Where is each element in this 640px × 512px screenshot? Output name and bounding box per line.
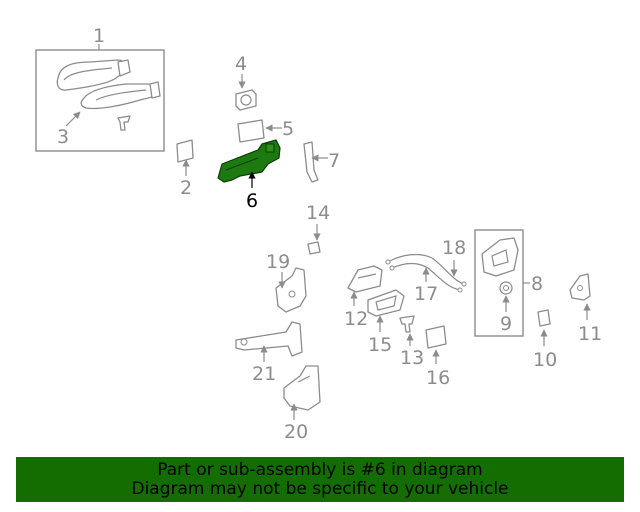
callout-6: 6 bbox=[246, 190, 258, 212]
part-2-pad[interactable] bbox=[176, 139, 194, 163]
callout-13: 13 bbox=[400, 347, 424, 369]
callout-12: 12 bbox=[344, 308, 368, 330]
callout-2: 2 bbox=[180, 177, 192, 199]
part-4-lock-cylinder[interactable] bbox=[235, 89, 257, 111]
leader-3 bbox=[65, 111, 81, 127]
callout-7: 7 bbox=[328, 150, 340, 172]
callout-10: 10 bbox=[533, 349, 557, 371]
part-5-gasket[interactable] bbox=[237, 119, 265, 143]
part-6-handle-frame[interactable] bbox=[217, 139, 281, 183]
part-1-outside-handle[interactable] bbox=[35, 44, 165, 152]
callout-4: 4 bbox=[235, 53, 247, 75]
callout-16: 16 bbox=[426, 367, 450, 389]
part-12-inside-handle-housing[interactable] bbox=[347, 265, 383, 293]
banner-line-2: Diagram may not be specific to your vehi… bbox=[131, 478, 509, 499]
callout-8: 8 bbox=[531, 273, 543, 295]
part-7-bracket[interactable] bbox=[303, 141, 319, 183]
part-10-clip[interactable] bbox=[537, 309, 551, 327]
part-8-latch-assembly[interactable] bbox=[474, 229, 530, 337]
callout-1: 1 bbox=[93, 25, 105, 47]
part-21-door-check[interactable] bbox=[235, 321, 303, 357]
callout-21: 21 bbox=[252, 363, 276, 385]
banner-line-1: Part or sub-assembly is #6 in diagram bbox=[157, 459, 483, 480]
callout-15: 15 bbox=[368, 334, 392, 356]
parts-diagram: 1 3 2 4 5 6 7 14 19 bbox=[35, 25, 602, 443]
callout-19: 19 bbox=[266, 251, 290, 273]
part-16-bezel[interactable] bbox=[425, 325, 447, 349]
part-19-bracket[interactable] bbox=[275, 267, 307, 313]
callout-17: 17 bbox=[414, 283, 438, 305]
callout-11: 11 bbox=[578, 323, 602, 345]
callout-5: 5 bbox=[282, 118, 294, 140]
part-14-clip[interactable] bbox=[307, 241, 321, 255]
part-20-hinge[interactable] bbox=[283, 365, 321, 411]
callout-14: 14 bbox=[306, 202, 330, 224]
callout-9: 9 bbox=[500, 313, 512, 335]
part-15-inside-handle[interactable] bbox=[367, 289, 405, 317]
callout-20: 20 bbox=[284, 421, 308, 443]
part-11-striker[interactable] bbox=[569, 273, 591, 301]
callout-3: 3 bbox=[57, 126, 69, 148]
callout-18: 18 bbox=[442, 237, 466, 259]
info-banner: Part or sub-assembly is #6 in diagram Di… bbox=[16, 457, 624, 502]
part-13-screw[interactable] bbox=[399, 315, 415, 333]
